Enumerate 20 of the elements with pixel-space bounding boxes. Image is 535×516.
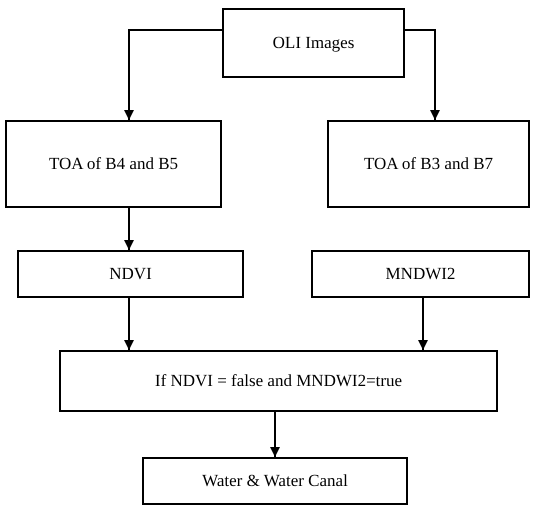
- process-box: [17, 250, 244, 298]
- arrow: [270, 412, 280, 457]
- process-box: [59, 350, 498, 412]
- box-label: NDVI: [109, 264, 152, 284]
- process-box: [5, 120, 222, 208]
- box-label: TOA of B3 and B7: [364, 154, 494, 174]
- box-label: If NDVI = false and MNDWI2=true: [154, 371, 402, 391]
- box-label: Water & Water Canal: [202, 471, 348, 491]
- box-label: MNDWI2: [386, 264, 456, 284]
- arrow: [124, 29, 222, 120]
- arrow: [405, 29, 440, 120]
- box-label: OLI Images: [272, 33, 354, 53]
- arrow: [124, 208, 134, 250]
- box-label: TOA of B4 and B5: [48, 154, 178, 174]
- process-box: [311, 250, 530, 298]
- arrow: [124, 298, 134, 350]
- process-box: [222, 8, 405, 78]
- arrow: [418, 298, 428, 350]
- process-box: [142, 457, 408, 505]
- process-box: [327, 120, 530, 208]
